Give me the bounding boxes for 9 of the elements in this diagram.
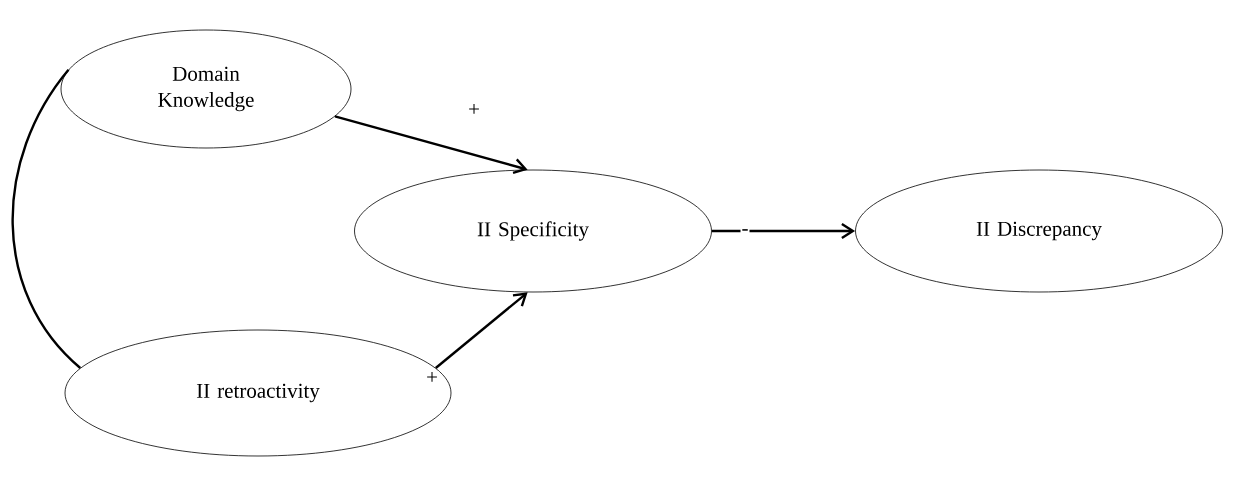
- ellipse-node: II Discrepancy: [855, 169, 1223, 293]
- edge-label: +: [425, 371, 439, 385]
- edge-label: +: [467, 103, 481, 117]
- arrow: [711, 223, 856, 239]
- edge-label: -: [740, 228, 750, 236]
- arrow: [334, 115, 528, 174]
- ellipse-node: Domain Knowledge: [60, 29, 352, 149]
- ellipse-node: II Specificity: [354, 169, 712, 293]
- arrow: [435, 292, 528, 369]
